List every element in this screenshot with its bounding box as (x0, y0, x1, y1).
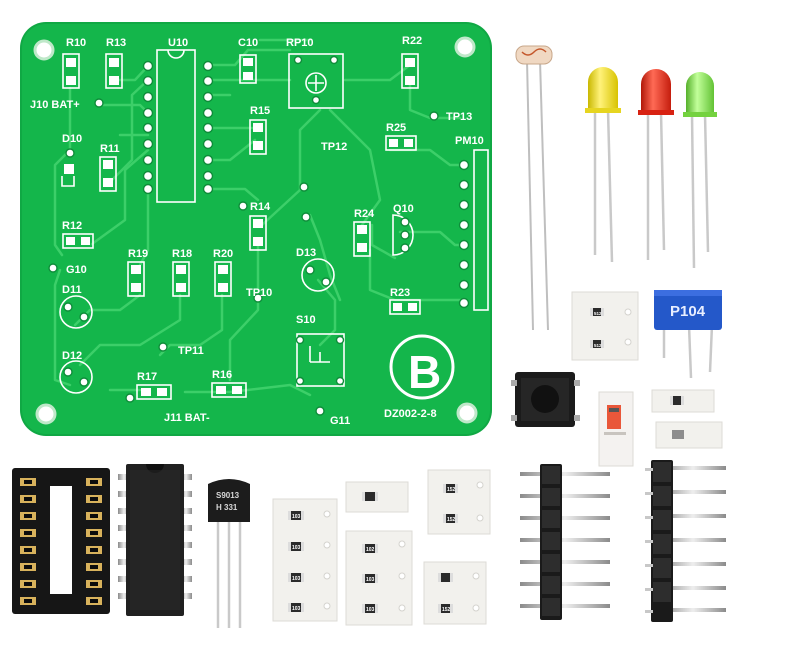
silkscreen-labels: R10 R13 U10 C10 RP10 R22 J10 BAT+ TP13 D… (30, 35, 484, 427)
ic-socket (12, 468, 110, 614)
code-103-e: 103 (366, 577, 375, 583)
label-tp11: TP11 (178, 345, 204, 357)
label-r22: R22 (402, 35, 422, 47)
label-board-code: DZ002-2-8 (384, 408, 437, 420)
smd-diode-strip (598, 391, 634, 467)
tactile-switch (511, 372, 580, 427)
code-512-b: 512 (594, 343, 602, 348)
label-s10: S10 (296, 314, 316, 326)
label-r13: R13 (106, 37, 126, 49)
label-d13: D13 (296, 247, 316, 259)
label-r17: R17 (137, 371, 157, 383)
code-102: 102 (366, 547, 375, 553)
smd-tape-small-top (651, 389, 723, 449)
code-152-b: 152 (447, 517, 456, 523)
label-r15: R15 (250, 105, 270, 117)
code-512-a: 512 (594, 311, 602, 316)
label-j10: J10 BAT+ (30, 99, 80, 111)
smd-tape-resistors-top: 512 512 (571, 291, 639, 361)
smd-tape-right-bottom: 152 (423, 561, 487, 625)
label-r19: R19 (128, 248, 148, 260)
label-tp12: TP12 (321, 141, 347, 153)
transistor-marking-1: S9013 (216, 491, 240, 500)
pcb-traces (53, 38, 467, 397)
board-logo-letter: B (408, 346, 441, 398)
pcb-board: R10 R13 U10 C10 RP10 R22 J10 BAT+ TP13 D… (20, 22, 492, 436)
label-r10: R10 (66, 37, 86, 49)
smd-tape-right-top: 152 152 (427, 469, 491, 535)
label-d12: D12 (62, 350, 82, 362)
label-g10: G10 (66, 264, 87, 276)
transistor-marking-2: H 331 (216, 503, 238, 512)
label-q10: Q10 (393, 203, 414, 215)
led-yellow (585, 67, 621, 263)
code-103-c: 103 (292, 576, 301, 582)
code-103-b: 103 (292, 545, 301, 551)
label-r12: R12 (62, 220, 82, 232)
label-r20: R20 (213, 248, 233, 260)
silkscreen-outlines (59, 49, 489, 400)
code-152-a: 152 (447, 487, 456, 493)
label-j11: J11 BAT- (164, 412, 210, 424)
label-g11: G11 (330, 415, 350, 427)
label-r18: R18 (172, 248, 192, 260)
led-green (683, 72, 717, 269)
label-tp13: TP13 (446, 111, 472, 123)
smd-tape-resistors-mid: 102 103 103 (345, 530, 413, 626)
code-152-c: 152 (442, 607, 451, 613)
label-d11: D11 (62, 284, 82, 296)
label-r14: R14 (250, 201, 271, 213)
dip-ic-chip (118, 464, 192, 616)
led-red (638, 69, 674, 260)
label-r11: R11 (100, 143, 120, 155)
through-holes (48, 55, 470, 416)
label-rp10: RP10 (286, 37, 314, 49)
mounting-holes (33, 36, 478, 425)
pin-header-right-angle (645, 460, 726, 622)
label-r16: R16 (212, 369, 232, 381)
code-103-d: 103 (292, 606, 301, 612)
pin-header-straight (520, 464, 610, 620)
smd-pads (64, 58, 417, 396)
label-c10: C10 (238, 37, 258, 49)
photoresistor (515, 45, 553, 331)
label-d10: D10 (62, 133, 82, 145)
label-r25: R25 (386, 122, 406, 134)
code-103-f: 103 (366, 607, 375, 613)
trimmer-potentiometer: P104 (654, 290, 722, 379)
trimmer-label: P104 (670, 303, 706, 320)
label-pm10: PM10 (455, 135, 484, 147)
to92-transistor: S9013 H 331 (208, 479, 250, 628)
label-r24: R24 (354, 208, 375, 220)
code-103-a: 103 (292, 514, 301, 520)
label-u10: U10 (168, 37, 188, 49)
label-r23: R23 (390, 287, 410, 299)
label-tp10: TP10 (246, 287, 272, 299)
smd-tape-single-top (345, 481, 409, 513)
smd-tape-resistors-left: 103 103 103 103 (272, 498, 338, 622)
